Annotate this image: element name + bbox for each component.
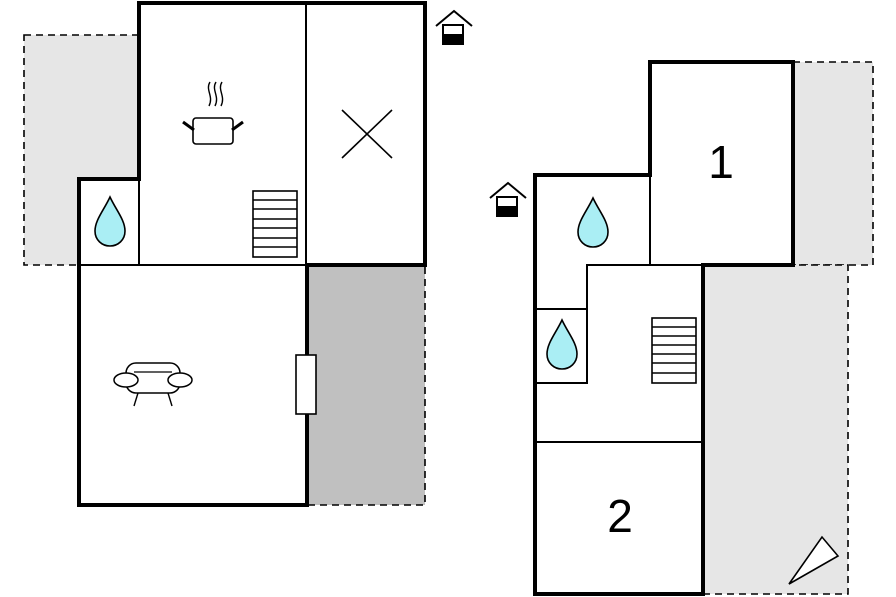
outer-wall [533, 60, 795, 596]
bathroom-icon [546, 318, 578, 370]
ground-floor [23, 1, 473, 507]
stairs-icon [651, 317, 697, 384]
entrance-icon [489, 181, 527, 217]
kitchen-icon [182, 81, 244, 145]
open-room-icon [341, 109, 393, 159]
bathroom-icon [94, 195, 126, 247]
door-icon [295, 354, 317, 415]
north-arrow-icon [788, 535, 840, 585]
bathroom-icon [577, 196, 609, 248]
entrance-icon [435, 9, 473, 45]
covered-terrace-area [306, 264, 426, 506]
inner-wall [536, 264, 703, 384]
room-label-2: 2 [607, 490, 633, 542]
living-room-icon [113, 362, 193, 407]
upper-floor: 1 2 [489, 60, 874, 596]
stairs-icon [252, 190, 298, 258]
terrace-area [792, 61, 874, 266]
room-label-1: 1 [708, 136, 734, 188]
terrace-area [702, 264, 849, 595]
